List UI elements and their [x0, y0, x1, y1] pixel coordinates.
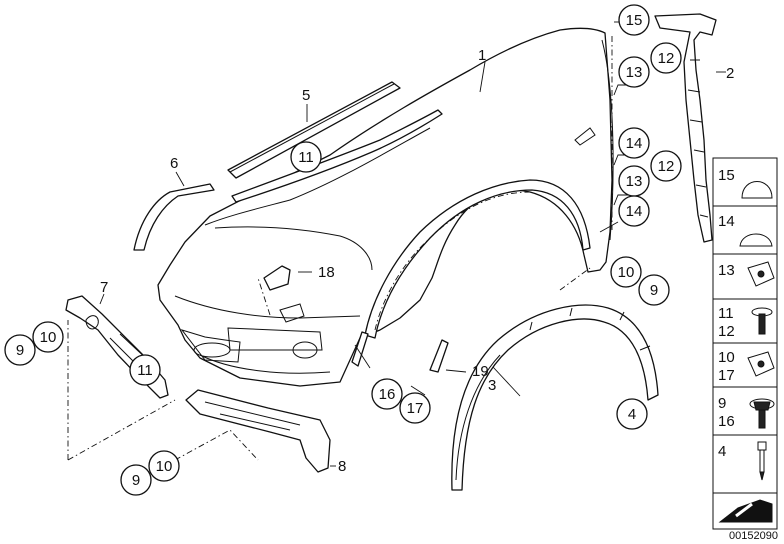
seal-strip-part — [654, 13, 717, 243]
mounting-bracket-lower-part — [185, 389, 331, 473]
legend-row-11-12: 11 12 — [712, 298, 778, 344]
hex-screw-icon — [749, 398, 775, 429]
callout-15: 15 — [626, 12, 643, 29]
callout-1: 1 — [478, 47, 486, 64]
callout-6: 6 — [170, 155, 178, 172]
callout-11a: 11 — [298, 149, 314, 166]
callout-10a-circle: 10 — [610, 256, 642, 288]
legend-label-4: 4 — [718, 443, 726, 460]
legend-row-13: 13 — [712, 253, 778, 300]
legend-label-11: 11 — [718, 305, 734, 322]
legend-label-15: 15 — [718, 167, 735, 184]
callout-9c-circle: 9 — [120, 464, 152, 496]
callout-12b-circle: 12 — [650, 150, 682, 182]
callout-2: 2 — [726, 65, 734, 82]
callout-9b: 9 — [16, 342, 24, 359]
callout-4: 4 — [628, 406, 636, 423]
legend-label-14: 14 — [718, 213, 735, 230]
callout-15-circle: 15 — [618, 4, 650, 36]
callouts: 1 2 3 5 6 7 8 18 19 15 12 13 14 12 — [4, 4, 734, 496]
callout-7: 7 — [100, 279, 108, 296]
legend-row-symbol — [712, 492, 778, 530]
callout-17-circle: 17 — [399, 392, 431, 424]
callout-10b: 10 — [40, 329, 57, 346]
callout-11b: 11 — [137, 362, 153, 379]
image-code: 00152090 — [729, 530, 778, 542]
legend-row-4: 4 — [712, 434, 778, 494]
legend-label-13: 13 — [718, 262, 735, 279]
callout-9a-circle: 9 — [638, 274, 670, 306]
callout-9a: 9 — [650, 282, 658, 299]
legend-row-10-17: 10 17 — [712, 342, 778, 388]
callout-17: 17 — [407, 400, 424, 417]
callout-13a: 13 — [626, 64, 643, 81]
callout-11a-circle: 11 — [290, 141, 322, 173]
washer-cap-part — [263, 265, 305, 323]
wheel-arch-trim-part — [451, 304, 659, 491]
dome-cap-icon — [741, 181, 773, 199]
legend-row-14: 14 — [712, 205, 778, 255]
callout-8: 8 — [338, 458, 346, 475]
leader-lines — [67, 21, 726, 467]
fender-part — [157, 27, 614, 387]
legend-label-16: 16 — [718, 413, 735, 430]
small-cover-part — [351, 331, 449, 373]
callout-13b-circle: 13 — [618, 165, 650, 197]
callout-10a: 10 — [618, 264, 635, 281]
direction-arrow-icon — [718, 499, 773, 523]
legend-label-10: 10 — [718, 349, 735, 366]
callout-10b-circle: 10 — [32, 321, 64, 353]
callout-19: 19 — [472, 363, 489, 380]
legend-row-15: 15 — [712, 157, 778, 207]
callout-9b-circle: 9 — [4, 334, 36, 366]
callout-12a: 12 — [658, 50, 675, 67]
hardware-legend: 15 14 13 11 12 10 — [712, 157, 778, 530]
callout-13b: 13 — [626, 173, 643, 190]
callout-14b-circle: 14 — [618, 195, 650, 227]
callout-11b-circle: 11 — [129, 354, 161, 386]
callout-14b: 14 — [626, 203, 643, 220]
callout-16-circle: 16 — [371, 378, 403, 410]
moulding-part — [227, 81, 401, 179]
callout-10c-circle: 10 — [148, 450, 180, 482]
callout-16: 16 — [379, 386, 396, 403]
flat-cap-icon — [739, 233, 773, 247]
small-bracket-part — [133, 183, 215, 251]
callout-14a: 14 — [626, 135, 643, 152]
callout-12b: 12 — [658, 158, 675, 175]
legend-row-9-16: 9 16 — [712, 386, 778, 436]
legend-label-9: 9 — [718, 395, 726, 412]
callout-13a-circle: 13 — [618, 56, 650, 88]
legend-label-12: 12 — [718, 323, 735, 340]
callout-18: 18 — [318, 264, 335, 281]
screw-icon — [751, 307, 773, 335]
callout-3: 3 — [488, 377, 496, 394]
rivet-icon — [757, 441, 767, 481]
callout-9c: 9 — [132, 472, 140, 489]
callout-10c: 10 — [156, 458, 173, 475]
legend-label-17: 17 — [718, 367, 735, 384]
callout-12a-circle: 12 — [650, 42, 682, 74]
callout-4-circle: 4 — [616, 398, 648, 430]
callout-5: 5 — [302, 87, 310, 104]
callout-14a-circle: 14 — [618, 127, 650, 159]
